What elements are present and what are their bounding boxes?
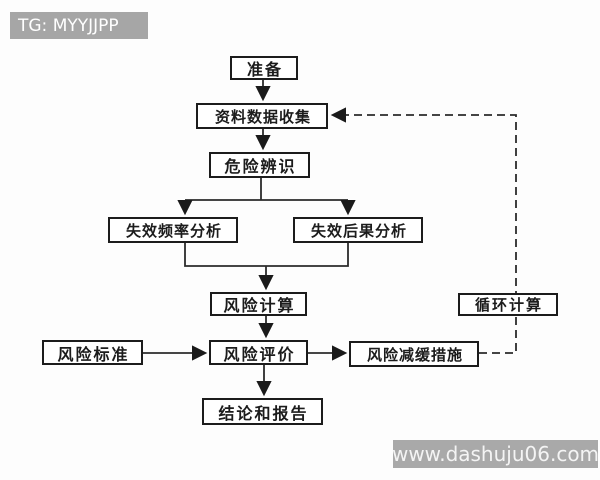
node-failure-frequency-analysis: 失效频率分析 xyxy=(108,217,238,243)
watermark-top-left: TG: MYYJJPP xyxy=(10,12,148,39)
edge-merge-bar xyxy=(184,243,349,267)
node-failure-consequence-analysis: 失效后果分析 xyxy=(293,217,423,243)
node-loop-calculation: 循环计算 xyxy=(458,293,558,316)
node-hazard-identification: 危险辨识 xyxy=(209,152,310,178)
node-data-collection: 资料数据收集 xyxy=(196,103,328,129)
node-prepare: 准备 xyxy=(230,56,298,80)
watermark-bottom-right: www.dashuju06.com xyxy=(391,440,600,468)
node-conclusion-and-report: 结论和报告 xyxy=(202,398,323,425)
node-risk-evaluation: 风险评价 xyxy=(209,340,308,365)
node-risk-mitigation-measures: 风险减缓措施 xyxy=(349,341,479,367)
edge-hazard-split-bar xyxy=(185,178,348,201)
node-risk-calculation: 风险计算 xyxy=(210,292,307,316)
edge-feedback-loop-dashed xyxy=(330,107,517,354)
node-risk-criteria: 风险标准 xyxy=(42,340,143,365)
